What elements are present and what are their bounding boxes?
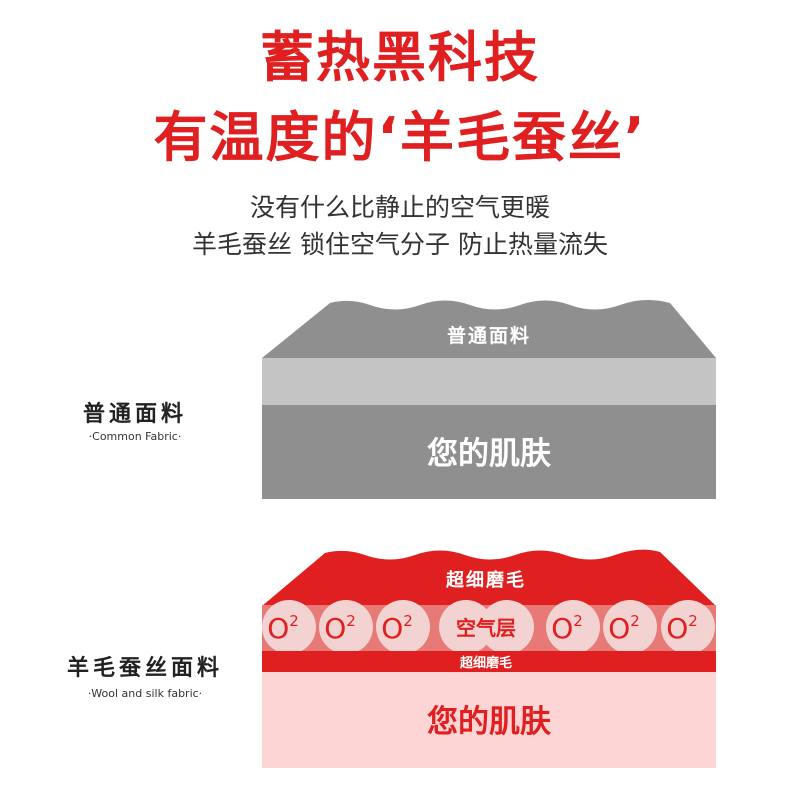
wool-silk-fabric-label: 羊毛蚕丝面料 xyxy=(66,656,223,681)
common-fabric-label: 普通面料 xyxy=(82,402,187,427)
wool-silk-bottom-label: 超细磨毛 xyxy=(460,655,512,671)
common-fabric-skin-layer xyxy=(262,405,716,499)
common-fabric-skin-label: 您的肌肤 xyxy=(427,436,552,472)
wool-silk-skin-layer xyxy=(262,672,716,768)
svg-text:O2: O2 xyxy=(381,612,413,645)
svg-text:O2: O2 xyxy=(324,612,356,645)
svg-text:O2: O2 xyxy=(267,612,299,645)
subtitle-line2: 羊毛蚕丝 锁住空气分子 防止热量流失 xyxy=(192,230,608,259)
o2-circles xyxy=(262,600,715,654)
common-fabric-top-label: 普通面料 xyxy=(447,324,531,347)
wool-silk-fabric-label-en: ·Wool and silk fabric· xyxy=(87,687,203,700)
wool-silk-top-label: 超细磨毛 xyxy=(446,569,526,591)
wool-silk-skin-label: 您的肌肤 xyxy=(427,704,552,740)
common-fabric-label-en: ·Common Fabric· xyxy=(88,430,182,443)
svg-text:O2: O2 xyxy=(666,612,698,645)
wool-silk-top-layer xyxy=(262,549,716,606)
common-fabric-middle-layer xyxy=(262,358,716,405)
headline-line2: 有温度的‘羊毛蚕丝’ xyxy=(153,106,647,169)
headline-line1: 蓄热黑科技 xyxy=(260,26,540,89)
subtitle-line1: 没有什么比静止的空气更暖 xyxy=(249,193,550,222)
wool-silk-bottom-layer xyxy=(262,651,716,672)
air-layer-label: 空气层 xyxy=(456,616,516,640)
common-fabric-top-layer xyxy=(262,299,716,358)
svg-text:O2: O2 xyxy=(608,612,640,645)
svg-text:O2: O2 xyxy=(551,612,583,645)
o2-labels: O2 O2 O2 O2 O2 O2 xyxy=(267,612,698,645)
